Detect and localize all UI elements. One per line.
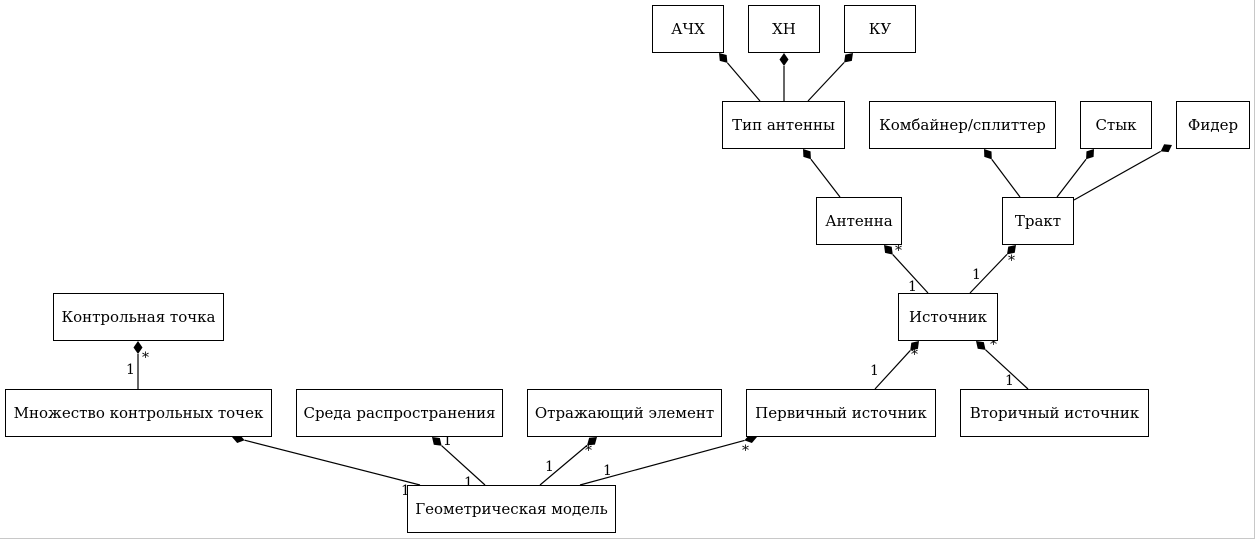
multiplicity-label: * (742, 443, 749, 459)
composition-edge-tract-combiner (984, 149, 1021, 198)
node-achx[interactable]: АЧХ (652, 5, 724, 53)
multiplicity-label: 1 (443, 433, 452, 449)
edge-line (1056, 158, 1087, 198)
edge-line (991, 159, 1021, 198)
composition-diamond (884, 245, 893, 255)
composition-edge-geometric_model-reflecting_element: 1* (539, 437, 597, 486)
composition-diamond (432, 437, 442, 446)
edge-line (892, 254, 929, 294)
multiplicity-label: 1 (464, 475, 473, 491)
multiplicity-label: 1 (870, 363, 879, 379)
edge-line (1073, 150, 1161, 201)
composition-edge-tract-feeder (1073, 144, 1172, 201)
composition-edge-secondary_source-source: 1* (976, 337, 1029, 390)
multiplicity-label: 1 (545, 459, 554, 475)
node-antenna[interactable]: Антенна (816, 197, 902, 245)
edge-line (539, 444, 588, 486)
multiplicity-label: 1 (972, 267, 981, 283)
node-control-points-set[interactable]: Множество контрольных точек (5, 389, 272, 437)
multiplicity-label: * (1008, 253, 1015, 269)
composition-diamond (719, 53, 728, 63)
composition-edge-geometric_model-propagation_medium: 11 (432, 433, 486, 491)
edge-line (244, 439, 421, 486)
node-source[interactable]: Источник (898, 293, 998, 341)
multiplicity-label: 1 (908, 279, 917, 295)
node-propagation-medium[interactable]: Среда распространения (296, 389, 503, 437)
composition-diamond (844, 53, 853, 63)
edge-line (874, 350, 911, 390)
composition-edge-antenna_type-ku (807, 53, 853, 102)
multiplicity-label: 1 (401, 483, 410, 499)
node-reflecting-element[interactable]: Отражающий элемент (527, 389, 722, 437)
node-ku[interactable]: КУ (844, 5, 916, 53)
composition-edge-source-tract: 1* (969, 245, 1016, 294)
composition-diamond (133, 341, 143, 354)
node-xn[interactable]: ХН (748, 5, 820, 53)
node-tract[interactable]: Тракт (1002, 197, 1074, 245)
multiplicity-label: * (142, 350, 149, 366)
multiplicity-label: 1 (603, 463, 612, 479)
node-control-point[interactable]: Контрольная точка (53, 293, 224, 341)
composition-edge-control_points_set-control_point: 1* (126, 341, 149, 389)
composition-edge-antenna_type-achx (719, 53, 761, 102)
edge-line (969, 253, 1008, 294)
node-feeder[interactable]: Фидер (1176, 101, 1250, 149)
composition-diamond (803, 149, 811, 160)
edge-line (985, 349, 1029, 390)
edge-line (726, 62, 761, 102)
composition-diamond (984, 149, 992, 160)
composition-diamond (976, 341, 986, 350)
node-antenna-type[interactable]: Тип антенны (722, 101, 845, 149)
node-primary-source[interactable]: Первичный источник (746, 389, 936, 437)
composition-diamond (910, 341, 919, 351)
multiplicity-label: 1 (1005, 373, 1014, 389)
composition-diamond (1160, 144, 1172, 153)
multiplicity-label: * (911, 347, 918, 363)
multiplicity-label: 1 (126, 362, 135, 378)
edge-line (441, 445, 486, 486)
node-geometric-model[interactable]: Геометрическая модель (407, 485, 616, 533)
node-secondary-source[interactable]: Вторичный источник (960, 389, 1149, 437)
composition-edge-source-antenna: 1* (884, 243, 929, 295)
multiplicity-label: * (585, 443, 592, 459)
multiplicity-label: * (990, 337, 997, 353)
edge-line (810, 158, 841, 198)
composition-edge-primary_source-source: 1* (870, 341, 919, 390)
composition-edge-antenna-antenna_type (803, 149, 841, 198)
node-combiner-splitter[interactable]: Комбайнер/сплиттер (869, 101, 1056, 149)
composition-edge-antenna_type-xn (779, 53, 789, 101)
composition-edge-geometric_model-primary_source: 1* (579, 434, 757, 486)
composition-diamond (779, 53, 789, 66)
multiplicity-label: * (895, 243, 902, 259)
edge-line (579, 439, 745, 486)
node-joint[interactable]: Стык (1080, 101, 1152, 149)
composition-diamond (1086, 149, 1094, 160)
edge-line (807, 62, 845, 102)
composition-diamond (587, 437, 597, 446)
composition-diamond (1007, 245, 1016, 255)
composition-edge-tract-joint (1056, 149, 1094, 198)
